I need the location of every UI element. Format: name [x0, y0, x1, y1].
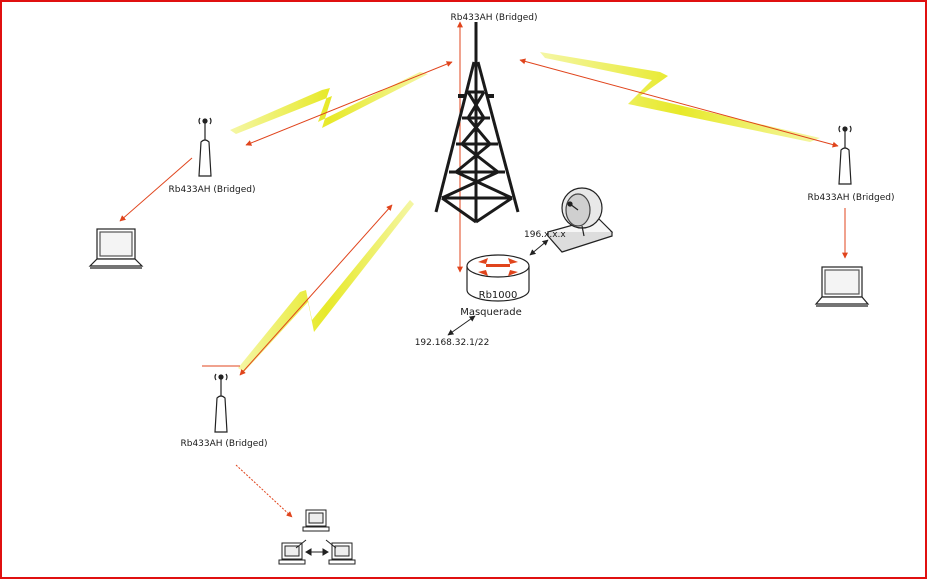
- router-icon: [466, 254, 530, 302]
- wireless-link-bolt-left: [230, 72, 428, 134]
- link-arrow-bottom-lan: [235, 464, 293, 518]
- dish-ip-label: 196.x.x.x: [524, 230, 566, 240]
- link-arrow-tower-bottom: [239, 204, 393, 376]
- wireless-antenna-icon-right: [838, 125, 852, 185]
- wireless-antenna-icon-bottom: [214, 373, 228, 433]
- tower-label: Rb433AH (Bridged): [450, 13, 537, 23]
- satellite-dish-icon: [546, 187, 614, 253]
- router-subnet-label: 192.168.32.1/22: [415, 338, 490, 348]
- router-model-label: Rb1000: [479, 290, 518, 301]
- laptop-icon-left: [88, 228, 144, 269]
- lan-network-icon: [278, 509, 356, 565]
- laptop-icon-right: [814, 266, 870, 307]
- wireless-antenna-icon-left: [198, 117, 212, 177]
- wireless-link-bolt-right: [540, 52, 820, 142]
- bottom-node-label: Rb433AH (Bridged): [180, 439, 267, 449]
- wireless-link-bolt-bottom: [238, 200, 414, 372]
- right-node-label: Rb433AH (Bridged): [807, 193, 894, 203]
- radio-tower-icon: [434, 22, 520, 224]
- link-arrow-router-subnet: [447, 315, 476, 336]
- link-arrow-tower-right: [519, 58, 839, 148]
- link-arrow-router-dish: [529, 239, 549, 256]
- link-arrow-tower-left: [245, 61, 453, 146]
- router-mode-label: Masquerade: [460, 307, 522, 318]
- left-node-label: Rb433AH (Bridged): [168, 185, 255, 195]
- link-arrow-left-laptop: [119, 157, 193, 222]
